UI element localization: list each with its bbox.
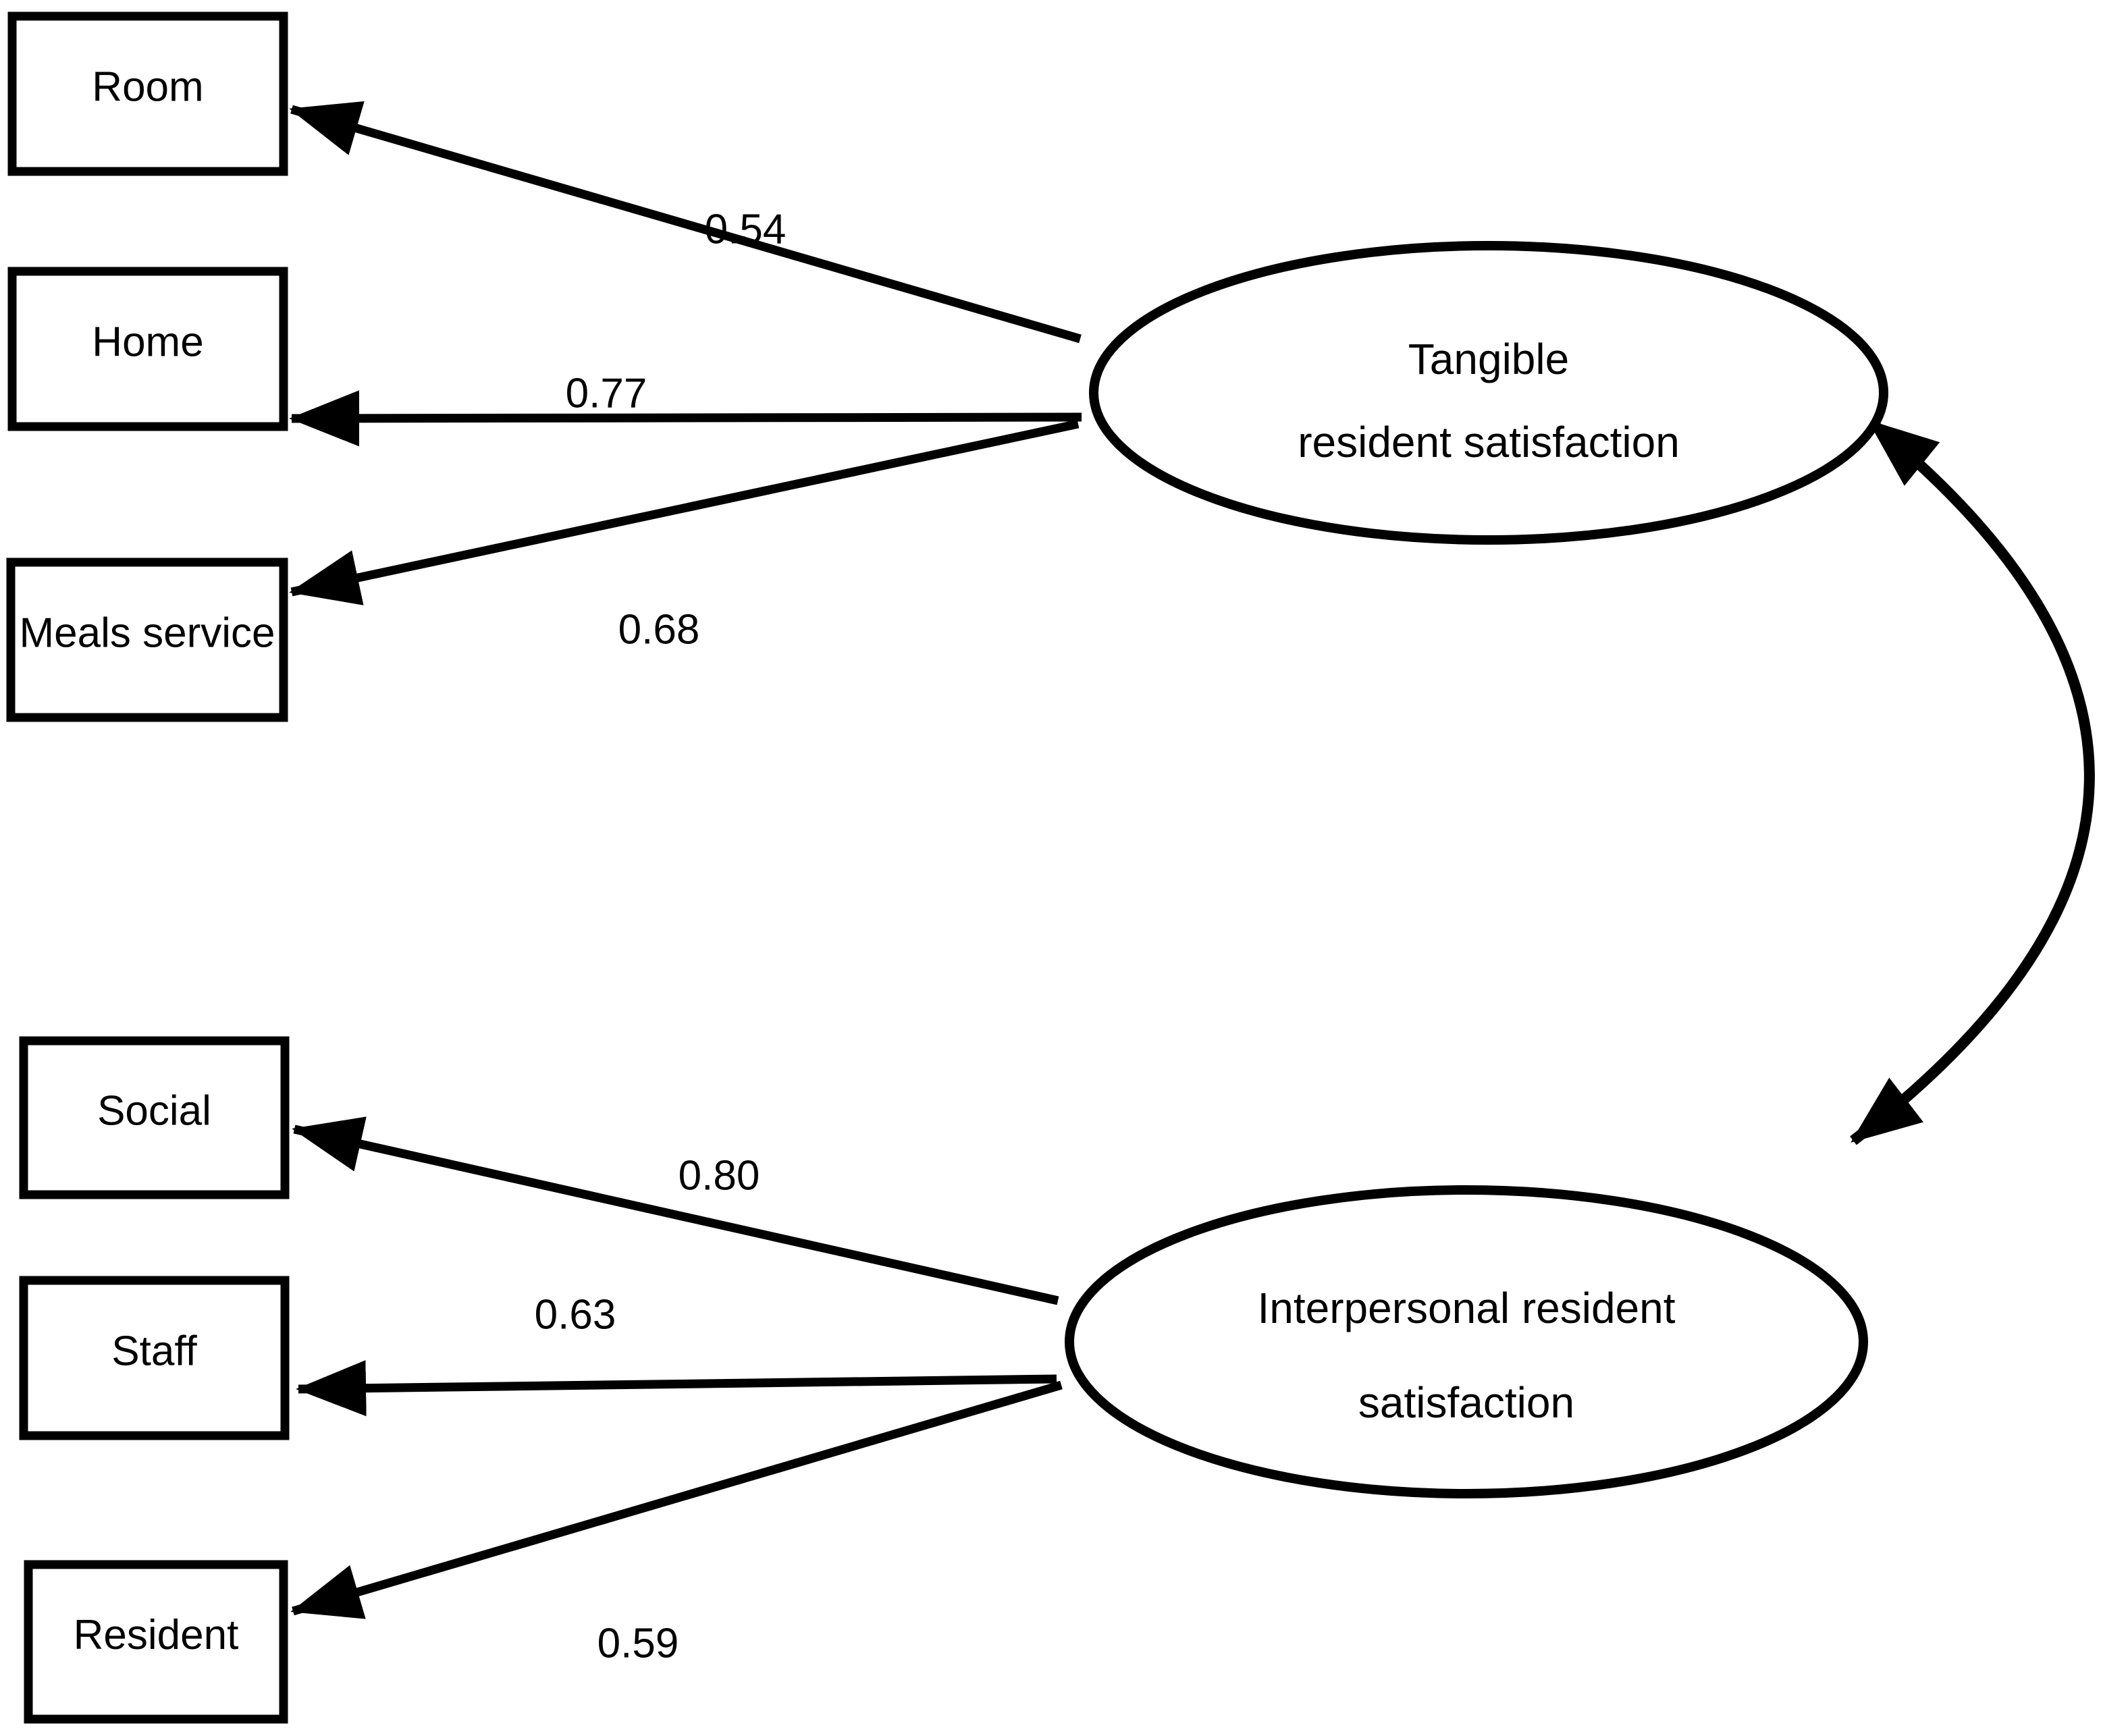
observed-box-resident	[24, 1560, 288, 1724]
observed-box-meals	[6, 558, 288, 722]
loading-arrow-meals	[289, 419, 1080, 605]
observed-label-meals: Meals service	[20, 610, 275, 657]
loading-arrow-home	[289, 390, 1082, 447]
latent-ellipse-interpersonal	[1065, 1185, 1868, 1498]
loading-value-social: 0.80	[679, 1153, 760, 1199]
observed-box-room	[7, 11, 288, 176]
observed-label-home: Home	[92, 319, 203, 366]
loading-arrow-social	[292, 1116, 1059, 1305]
observed-label-resident: Resident	[74, 1612, 239, 1658]
covariance-arrow	[1850, 417, 2095, 1145]
observed-label-room: Room	[92, 64, 203, 111]
latent-ellipse-tangible	[1089, 241, 1888, 545]
loading-value-resident: 0.59	[597, 1621, 679, 1667]
loading-value-home: 0.77	[566, 371, 647, 417]
observed-label-staff: Staff	[111, 1328, 197, 1375]
loading-value-staff: 0.63	[535, 1292, 616, 1338]
loading-arrow-room	[289, 101, 1082, 344]
observed-box-staff	[19, 1276, 290, 1440]
latent-label-tangible-line1: Tangible	[1408, 335, 1569, 383]
latent-label-interpersonal-line1: Interpersonal resident	[1257, 1284, 1675, 1332]
latent-label-tangible-line2: resident satisfaction	[1298, 418, 1680, 466]
observed-box-social	[19, 1036, 290, 1199]
observed-label-social: Social	[97, 1088, 211, 1135]
observed-box-home	[7, 267, 288, 431]
loading-value-meals: 0.68	[618, 607, 700, 653]
loading-value-room: 0.54	[705, 207, 787, 253]
latent-label-interpersonal-line2: satisfaction	[1358, 1378, 1574, 1427]
loading-arrow-resident	[290, 1380, 1063, 1619]
loading-arrow-staff	[296, 1360, 1057, 1417]
